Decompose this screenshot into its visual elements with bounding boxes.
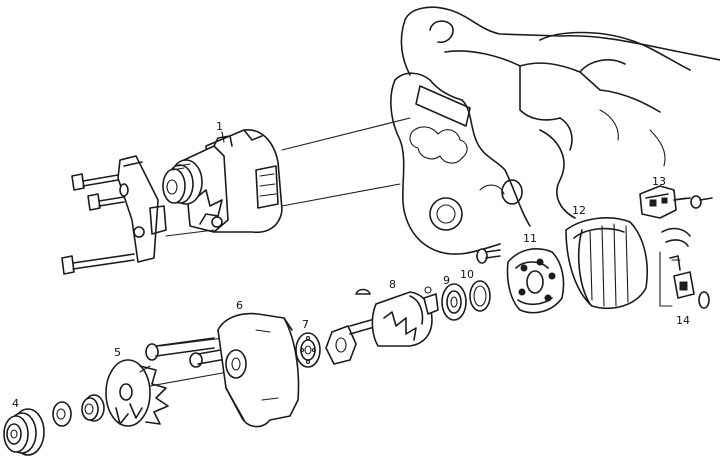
callout-13: 13 — [652, 175, 666, 188]
callout-5: 5 — [114, 346, 121, 359]
part-1-alternator-assembly — [162, 129, 283, 234]
part-8-rotor — [349, 286, 439, 347]
bearing-retainer-plate — [325, 325, 357, 365]
spacer-ring — [81, 394, 105, 422]
callout-14: 14 — [676, 314, 690, 327]
bracket-bolts — [61, 173, 135, 275]
part-9-rear-bearing — [441, 283, 467, 321]
callout-9: 9 — [443, 274, 450, 287]
part-6-front-housing — [217, 312, 300, 428]
part-7-front-bearing — [295, 332, 321, 368]
engine-block — [390, 6, 720, 255]
callout-labels: 1 4 5 6 7 8 9 10 11 12 13 14 — [12, 120, 690, 410]
part-14-brush-holder — [669, 255, 710, 309]
callout-10: 10 — [460, 268, 474, 281]
part-13-regulator — [639, 185, 713, 219]
callout-11: 11 — [523, 232, 537, 245]
woodruff-key — [355, 288, 371, 295]
callout-4: 4 — [12, 397, 19, 410]
callout-8: 8 — [389, 278, 396, 291]
spacer-washer — [52, 401, 72, 427]
stator-screw — [476, 248, 501, 264]
part-4-pulley — [3, 408, 45, 456]
part-10-spacer-ring — [469, 280, 491, 312]
part-12-stator — [565, 217, 649, 310]
callout-1: 1 — [216, 120, 223, 133]
callout-12: 12 — [572, 204, 586, 217]
part-5-fan — [105, 359, 169, 427]
part-11-rectifier — [506, 248, 565, 314]
mounting-bracket — [117, 155, 167, 263]
spring-clip — [661, 227, 691, 247]
callout-6: 6 — [236, 299, 243, 312]
callout-7: 7 — [302, 318, 309, 331]
